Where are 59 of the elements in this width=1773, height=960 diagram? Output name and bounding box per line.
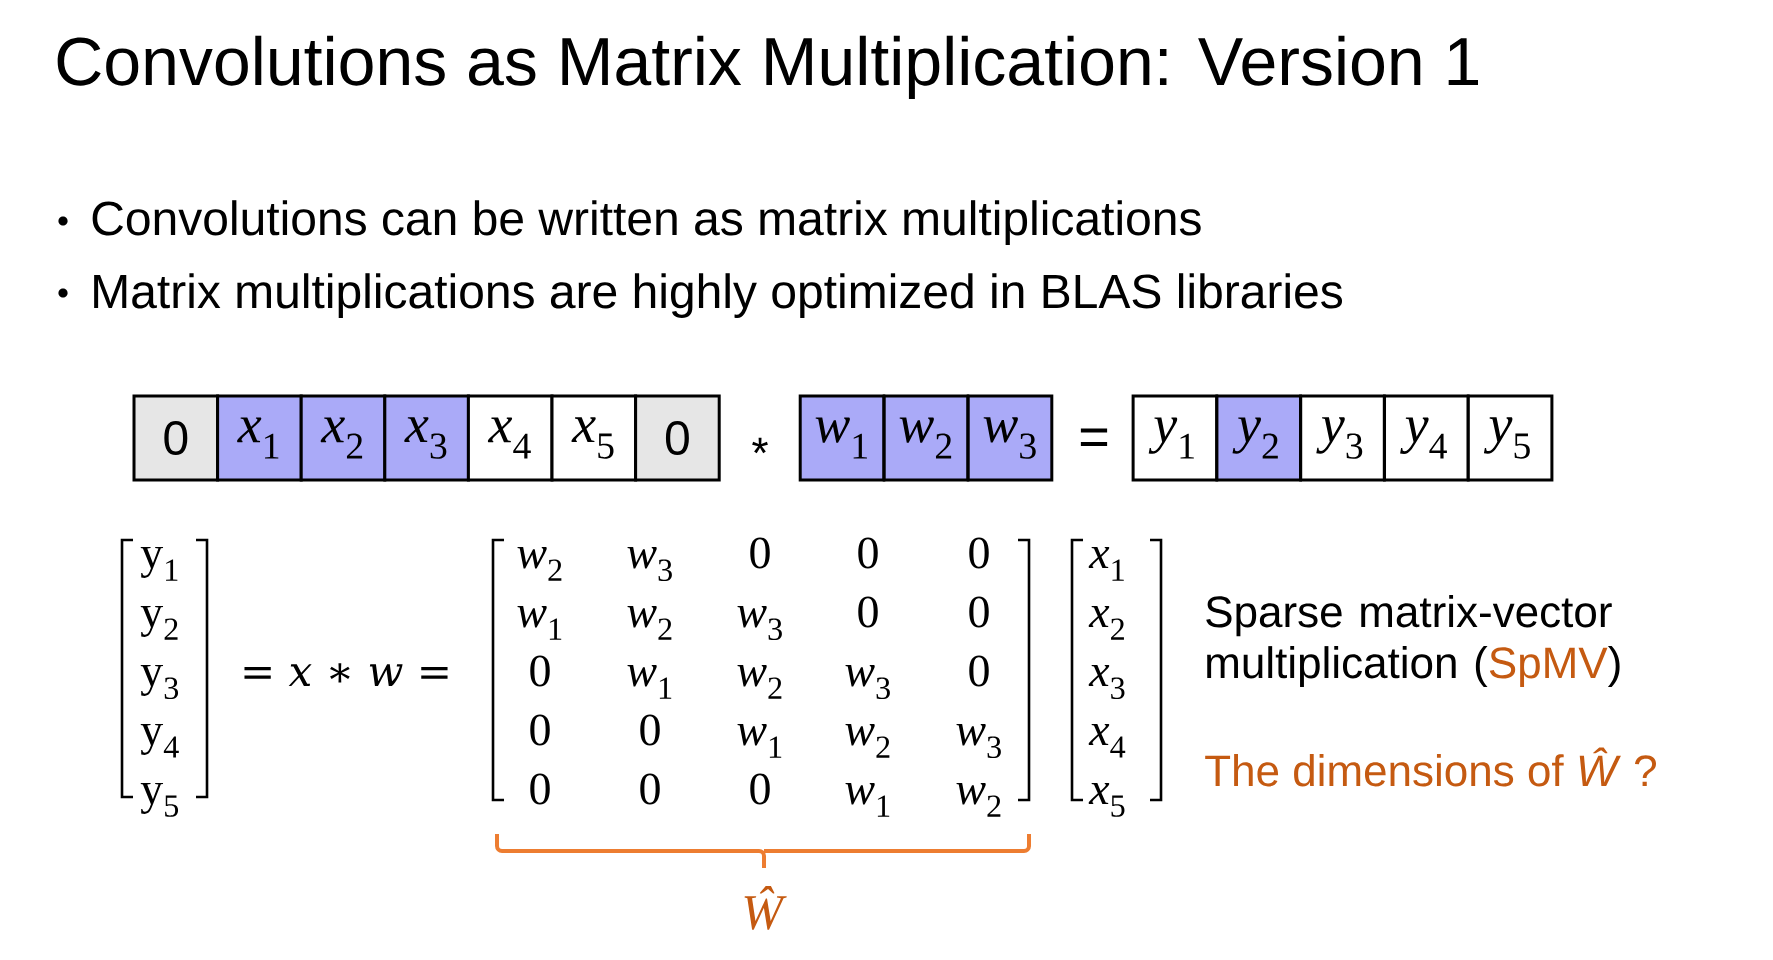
vector-entry: x$_{2}$: [1088, 605, 1124, 640]
array-cell: x$_{5}$: [550, 394, 638, 482]
matrix-entry: 0: [858, 596, 878, 628]
vector-entry: x$_{5}$: [1088, 782, 1125, 817]
array-cell: 0: [132, 394, 220, 482]
vector-entry: y$_{1}$: [140, 546, 178, 581]
brace-label: Ŵ: [744, 886, 787, 930]
matrix-entry: w$_{3}$: [845, 664, 890, 700]
equation: = x ∗ w =: [244, 663, 448, 686]
title: Convolutions as Matrix Multiplication: Version 1: [57, 35, 1478, 100]
array-cell: y$_{5}$: [1466, 394, 1554, 482]
matrix-entry: w$_{2}$: [737, 664, 782, 699]
array-cell: 0: [634, 394, 721, 482]
vector-entry: y$_{5}$: [140, 782, 179, 817]
matrix-entry: w$_{1}$: [627, 664, 672, 699]
matrix-entry: 0: [969, 596, 989, 628]
array-cell: y$_{1}$: [1131, 394, 1219, 482]
array-cell: x$_{3}$: [383, 394, 470, 482]
matrix-entry: w$_{2}$: [845, 723, 890, 758]
array-cell: w$_{1}$: [798, 394, 886, 482]
matrix-entry: w$_{3}$: [737, 605, 782, 641]
matrix-entry: w$_{3}$: [627, 546, 672, 582]
array-cell: y$_{4}$: [1383, 394, 1470, 482]
matrix-entry: 0: [530, 714, 550, 746]
vector-entry: y$_{4}$: [140, 723, 179, 758]
question-text: The dimensions of Ŵ ?: [1205, 747, 1656, 787]
bullet-text: Matrix multiplications are highly optimized in BLAS libraries: [94, 273, 1343, 318]
matrix-entry: w$_{3}$: [956, 723, 1001, 759]
array-cell: x$_{4}$: [466, 394, 554, 482]
matrix-entry: w$_{1}$: [845, 782, 890, 817]
vector-entry: x$_{1}$: [1088, 546, 1124, 581]
matrix-entry: 0: [750, 773, 770, 805]
array-cell: w$_{2}$: [882, 394, 970, 482]
matrix-entry: 0: [858, 537, 878, 569]
vector-entry: y$_{3}$: [140, 664, 179, 700]
bullet-text: Convolutions can be written as matrix multiplications: [92, 200, 1201, 245]
matrix-entry: 0: [750, 537, 770, 569]
matrix-entry: 0: [640, 773, 660, 805]
matrix-entry: w$_{2}$: [956, 782, 1001, 817]
operator-sign: *: [752, 437, 768, 454]
operator-sign: =: [1080, 428, 1108, 446]
matrix-entry: w$_{2}$: [517, 546, 562, 581]
matrix-entry: 0: [969, 537, 989, 569]
matrix-entry: 0: [640, 714, 660, 746]
array-cell: x$_{2}$: [299, 394, 387, 482]
matrix-entry: 0: [530, 773, 550, 805]
array-cell: x$_{1}$: [216, 394, 303, 482]
vector-entry: x$_{3}$: [1088, 664, 1125, 700]
vector-entry: x$_{4}$: [1088, 723, 1126, 758]
array-cell: y$_{3}$: [1299, 394, 1386, 482]
matrix-entry: 0: [530, 655, 550, 687]
matrix-entry: w$_{1}$: [517, 605, 562, 640]
array-cell: y$_{2}$: [1215, 394, 1302, 482]
matrix-entry: 0: [969, 655, 989, 687]
vector-entry: y$_{2}$: [140, 605, 178, 640]
matrix-entry: w$_{2}$: [627, 605, 672, 640]
matrix-entry: w$_{1}$: [737, 723, 782, 758]
array-cell: w$_{3}$: [966, 394, 1054, 482]
note-text: Sparse matrix-vector multiplication (SpMV): [1206, 595, 1620, 688]
